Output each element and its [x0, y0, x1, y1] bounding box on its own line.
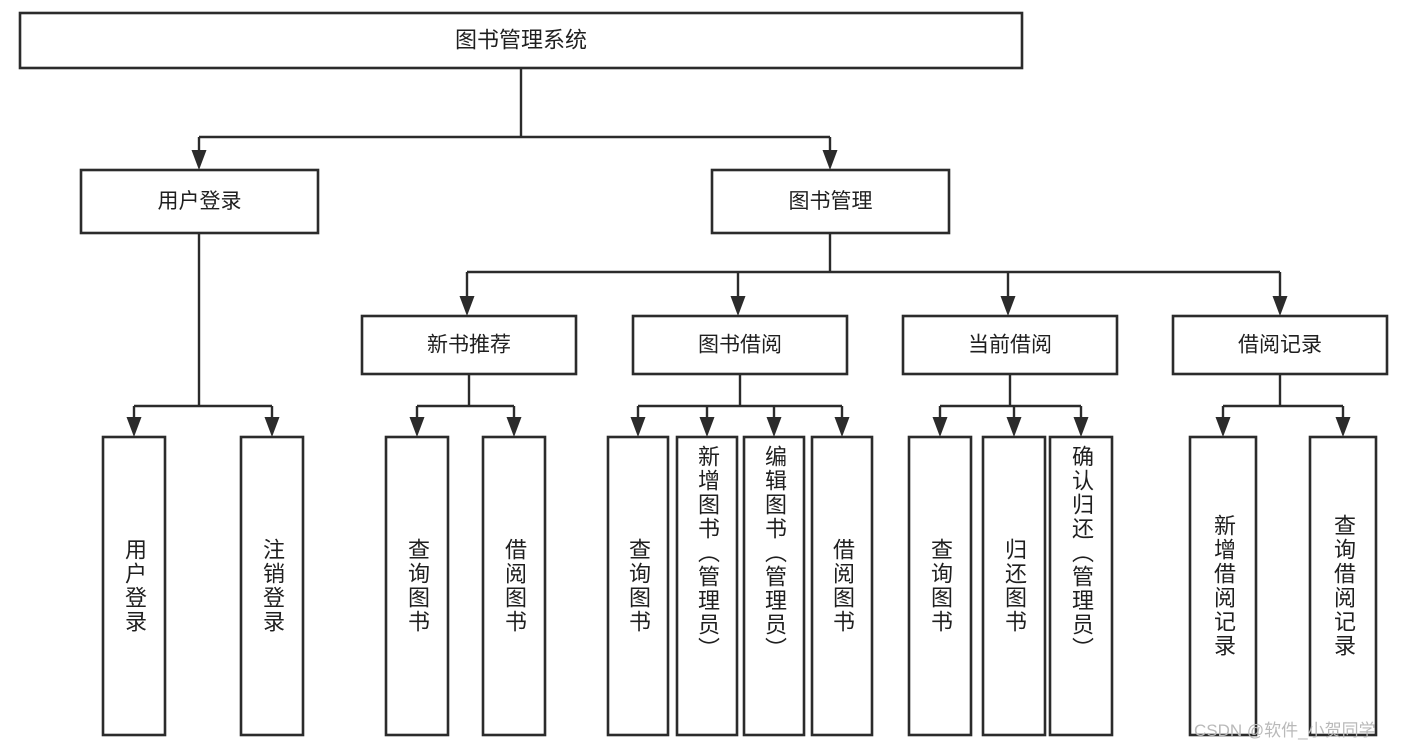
- connector-arrowhead-icon: [1335, 417, 1351, 437]
- node-leaf-user-login[interactable]: [101, 435, 167, 737]
- node-book-management[interactable]: [710, 168, 951, 235]
- connector-arrowhead-icon: [126, 417, 142, 437]
- node-leaf-query-book-borrow[interactable]: [606, 435, 670, 737]
- node-leaf-query-record[interactable]: [1308, 435, 1378, 737]
- connector-arrowhead-icon: [459, 296, 475, 316]
- connector-arrowhead-icon: [1006, 417, 1022, 437]
- connector-arrowhead-icon: [264, 417, 280, 437]
- connector-arrowhead-icon: [932, 417, 948, 437]
- connector-arrowhead-icon: [1215, 417, 1231, 437]
- node-book-borrow-label: 图书借阅: [698, 334, 782, 357]
- connector-arrowhead-icon: [766, 417, 782, 437]
- connector-arrowhead-icon: [1000, 296, 1016, 316]
- node-leaf-edit-book[interactable]: [742, 435, 806, 737]
- connector-arrowhead-icon: [506, 417, 522, 437]
- root-node-图书管理系统-label: 图书管理系统: [455, 27, 587, 52]
- node-new-book-recommend[interactable]: [360, 314, 578, 376]
- connector-arrowhead-icon: [1073, 417, 1089, 437]
- node-leaf-logout[interactable]: [239, 435, 305, 737]
- node-borrow-records[interactable]: [1171, 314, 1389, 376]
- connector-arrowhead-icon: [1272, 296, 1288, 316]
- node-book-management-label: 图书管理: [789, 190, 873, 213]
- connector-arrowhead-icon: [822, 150, 838, 170]
- node-leaf-confirm-return[interactable]: [1048, 435, 1114, 737]
- node-borrow-records-label: 借阅记录: [1238, 334, 1322, 357]
- connector-arrowhead-icon: [730, 296, 746, 316]
- node-leaf-borrow-book-new[interactable]: [481, 435, 547, 737]
- node-book-borrow[interactable]: [631, 314, 849, 376]
- node-leaf-add-book[interactable]: [675, 435, 739, 737]
- connector-arrowhead-icon: [834, 417, 850, 437]
- connectors-layer: [126, 68, 1351, 437]
- node-user-login-label: 用户登录: [158, 190, 242, 213]
- node-leaf-borrow-book[interactable]: [810, 435, 874, 737]
- boxes-layer: [18, 11, 1389, 737]
- connector-arrowhead-icon: [630, 417, 646, 437]
- node-user-login[interactable]: [79, 168, 320, 235]
- node-new-book-recommend-label: 新书推荐: [427, 334, 511, 357]
- node-current-borrow[interactable]: [901, 314, 1119, 376]
- node-leaf-query-book-current[interactable]: [907, 435, 973, 737]
- connector-arrowhead-icon: [699, 417, 715, 437]
- node-current-borrow-label: 当前借阅: [968, 334, 1052, 357]
- root-node-图书管理系统[interactable]: [18, 11, 1024, 70]
- node-leaf-query-book-new[interactable]: [384, 435, 450, 737]
- connector-arrowhead-icon: [409, 417, 425, 437]
- connector-arrowhead-icon: [191, 150, 207, 170]
- node-leaf-return-book[interactable]: [981, 435, 1047, 737]
- node-leaf-add-record[interactable]: [1188, 435, 1258, 737]
